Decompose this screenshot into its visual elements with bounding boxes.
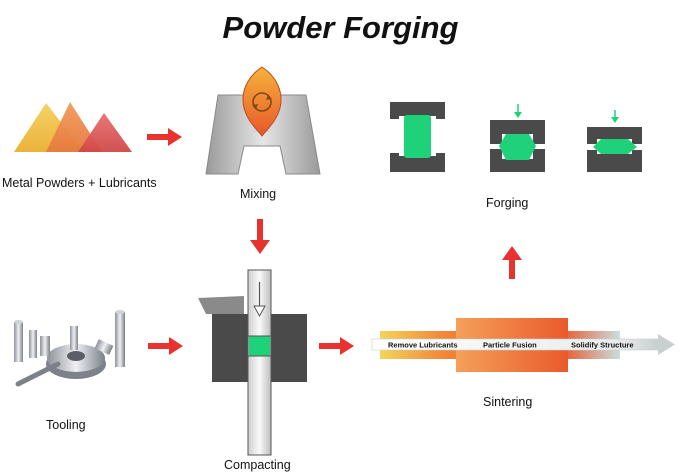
page-title: Powder Forging (222, 10, 459, 45)
solidify-structure-label: Solidify Structure (571, 341, 634, 350)
compacting-icon (198, 269, 307, 456)
sintering-label: Sintering (483, 395, 533, 409)
arrow-powders-to-mixing (147, 128, 182, 146)
mixing-label: Mixing (240, 187, 277, 201)
sintering-icon: Remove Lubricants Particle Fusion Solidi… (371, 318, 675, 372)
forging-die-3 (587, 110, 642, 172)
arrow-compacting-to-sintering (319, 337, 354, 355)
metal-powders-label: Metal Powders + Lubricants (2, 176, 157, 190)
arrow-mixing-to-compacting (250, 219, 270, 254)
metal-powders-icon (14, 102, 132, 152)
arrow-tooling-to-compacting (148, 337, 183, 355)
mixing-icon (205, 66, 321, 175)
tooling-label: Tooling (46, 418, 86, 432)
particle-fusion-label: Particle Fusion (483, 341, 537, 350)
compacting-label: Compacting (224, 458, 291, 472)
forging-die-2 (490, 104, 545, 172)
forging-die-1 (390, 102, 445, 172)
arrow-sintering-to-forging (502, 246, 522, 279)
forging-label: Forging (486, 196, 529, 210)
remove-lubricants-label: Remove Lubricants (388, 341, 458, 350)
tooling-icon (14, 310, 125, 387)
